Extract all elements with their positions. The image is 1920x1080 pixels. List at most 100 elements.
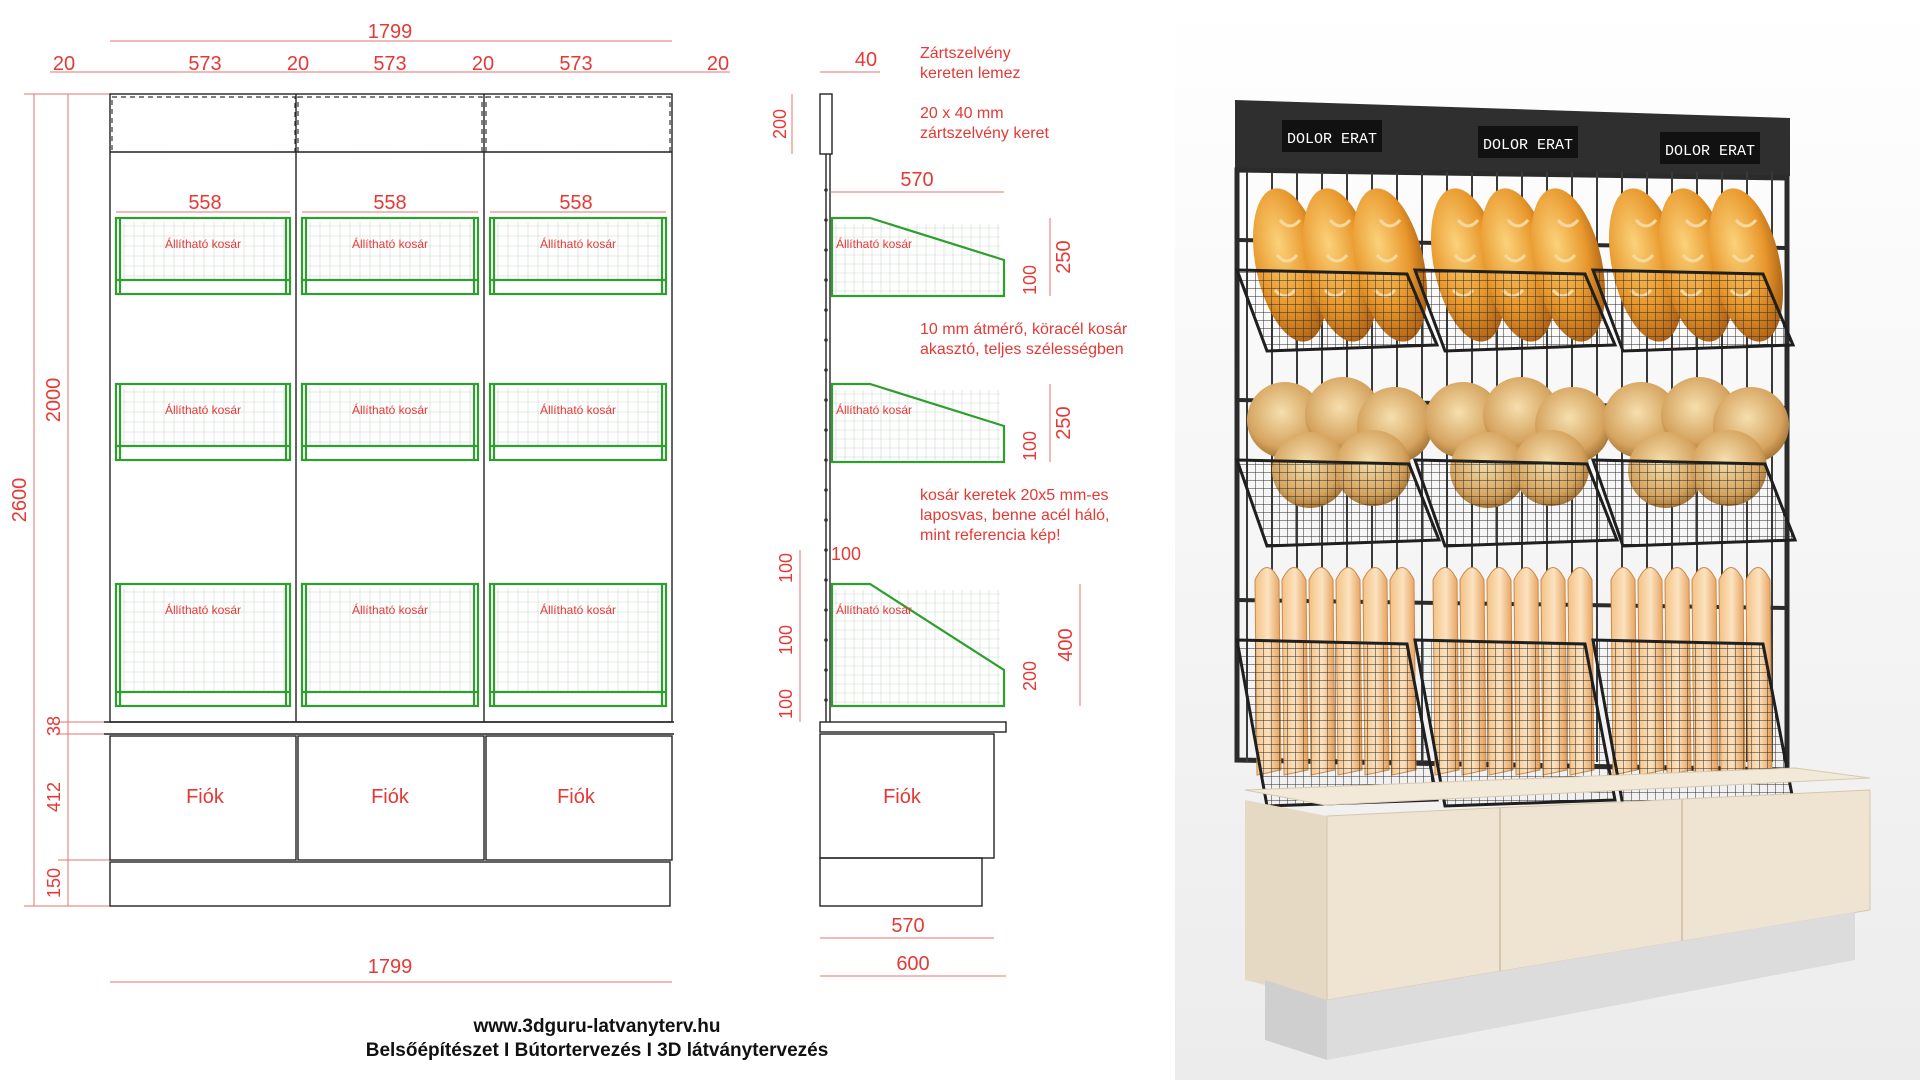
dim-total-height: 2600 [9, 478, 31, 523]
front-basket-label: Állítható kosár [165, 236, 241, 251]
note-basket-frame-2: laposvas, benne acél háló, [920, 507, 1109, 524]
front-basket-2: Állítható kosár [300, 216, 480, 296]
drawer-label-1: Fiók [186, 786, 225, 808]
render-sign-1: DOLOR ERAT [1287, 131, 1377, 148]
front-basket-7: Állítható kosár [114, 582, 292, 708]
render-basket-top-3 [1590, 188, 1796, 353]
note-frame-1: 20 x 40 mm [920, 105, 1004, 122]
dim-offset-1: 100 [776, 553, 796, 583]
side-top-panel [819, 93, 833, 155]
dim-side-front-height-1: 100 [1020, 265, 1040, 295]
dim-side-top-panel: 200 [770, 109, 790, 139]
front-basket-label: Állítható kosár [165, 402, 241, 417]
note-panel-1: Zártszelvény [920, 45, 1011, 62]
technical-drawing: 1799 20 573 20 573 20 573 20 2600 2000 3… [9, 21, 1128, 1061]
side-basket-2: Állítható kosár [830, 382, 1006, 464]
front-basket-3: Állítható kosár [488, 216, 668, 296]
side-hanger-holes [824, 188, 828, 702]
front-basket-6: Állítható kosár [488, 382, 668, 462]
front-basket-label: Állítható kosár [352, 602, 428, 617]
render-cabinet-front [1245, 800, 1327, 1000]
3d-render: DOLOR ERAT DOLOR ERAT DOLOR ERAT [1175, 0, 1920, 1080]
render-shelves [1234, 188, 1798, 808]
side-basket-1: Állítható kosár [830, 216, 1006, 298]
dim-side-lower-front: 200 [1020, 661, 1040, 691]
front-basket-8: Állítható kosár [300, 582, 480, 708]
dim-offset-2: 100 [831, 544, 861, 564]
render-signs: DOLOR ERAT DOLOR ERAT DOLOR ERAT [1282, 120, 1760, 164]
render-basket-mid-1 [1234, 377, 1442, 548]
side-drawer-label: Fiók [883, 786, 922, 808]
dim-bottom-width: 1799 [368, 956, 413, 978]
dim-seg-1: 20 [53, 53, 75, 75]
dim-seg-6: 573 [559, 53, 592, 75]
dim-side-bottom-total: 600 [896, 953, 929, 975]
side-countertop [819, 721, 1007, 733]
front-basket-label: Állítható kosár [540, 236, 616, 251]
dim-offset-3: 100 [776, 625, 796, 655]
front-basket-label: Állítható kosár [352, 402, 428, 417]
render-basket-mid-3 [1590, 377, 1798, 548]
side-notes: Zártszelvény kereten lemez 20 x 40 mm zá… [920, 45, 1128, 544]
render-sign-2: DOLOR ERAT [1483, 137, 1573, 154]
render-basket-top-1 [1234, 188, 1440, 353]
front-basket-4: Állítható kosár [114, 382, 292, 462]
dim-basket-width-2: 558 [373, 192, 406, 214]
front-basket-label: Állítható kosár [540, 402, 616, 417]
drawer-label-3: Fiók [557, 786, 596, 808]
dim-top-segments: 20 573 20 573 20 573 20 [53, 53, 729, 75]
dim-basket-width-1: 558 [188, 192, 221, 214]
dim-offset-4: 100 [776, 689, 796, 719]
side-basket-label: Állítható kosár [836, 602, 912, 617]
front-basket-9: Állítható kosár [488, 582, 668, 708]
render-basket-bottom-1 [1235, 567, 1439, 808]
note-hanger-1: 10 mm átmérő, köracél kosár [920, 321, 1128, 338]
dim-seg-5: 20 [472, 53, 494, 75]
dim-total-width: 1799 [368, 21, 413, 43]
dim-side-lower-total: 400 [1055, 628, 1077, 661]
footer-services: Belsőépítészet I Bútortervezés I 3D látv… [366, 1040, 829, 1061]
dim-side-bottom-depth: 570 [891, 915, 924, 937]
drawer-label-2: Fiók [371, 786, 410, 808]
dim-frame-height: 2000 [43, 378, 65, 423]
side-basket-label: Állítható kosár [836, 236, 912, 251]
render-cabinet-side [1326, 789, 1871, 1001]
render-basket-mid-2 [1412, 377, 1620, 548]
dim-side-back-height-1: 250 [1053, 240, 1075, 273]
front-basket-1: Állítható kosár [114, 216, 292, 296]
front-basket-5: Állítható kosár [300, 382, 480, 462]
footer-website: www.3dguru-latvanyterv.hu [472, 1016, 720, 1037]
dim-side-basket-depth: 570 [900, 169, 933, 191]
render-countertop [1244, 767, 1871, 806]
note-hanger-2: akasztó, teljes szélességben [920, 341, 1124, 358]
drawer-2[interactable] [297, 735, 485, 861]
drawer-3[interactable] [485, 735, 673, 861]
render-sign-3: DOLOR ERAT [1665, 143, 1755, 160]
side-basket-label: Állítható kosár [836, 402, 912, 417]
front-plinth [109, 861, 671, 907]
note-panel-2: kereten lemez [920, 65, 1021, 82]
render-basket-bottom-3 [1591, 567, 1795, 808]
side-plinth [819, 857, 983, 907]
render-basket-bottom-2 [1413, 567, 1617, 808]
drawer-1[interactable] [109, 735, 297, 861]
dim-plinth-gap: 38 [44, 716, 64, 736]
side-basket-3: Állítható kosár [830, 582, 1006, 708]
front-basket-label: Állítható kosár [540, 602, 616, 617]
dim-side-back-height-2: 250 [1053, 406, 1075, 439]
front-basket-label: Állítható kosár [165, 602, 241, 617]
dim-seg-3: 20 [287, 53, 309, 75]
dim-basket-width-3: 558 [559, 192, 592, 214]
dim-seg-7: 20 [707, 53, 729, 75]
dim-side-top-frame: 40 [855, 49, 877, 71]
dim-base-height: 150 [44, 868, 64, 898]
render-plinth [1265, 980, 1327, 1060]
dim-seg-4: 573 [373, 53, 406, 75]
render-basket-top-2 [1412, 188, 1618, 353]
dim-side-front-height-2: 100 [1020, 431, 1040, 461]
front-basket-label: Állítható kosár [352, 236, 428, 251]
note-basket-frame-3: mint referencia kép! [920, 527, 1061, 544]
note-basket-frame-1: kosár keretek 20x5 mm-es [920, 487, 1109, 504]
